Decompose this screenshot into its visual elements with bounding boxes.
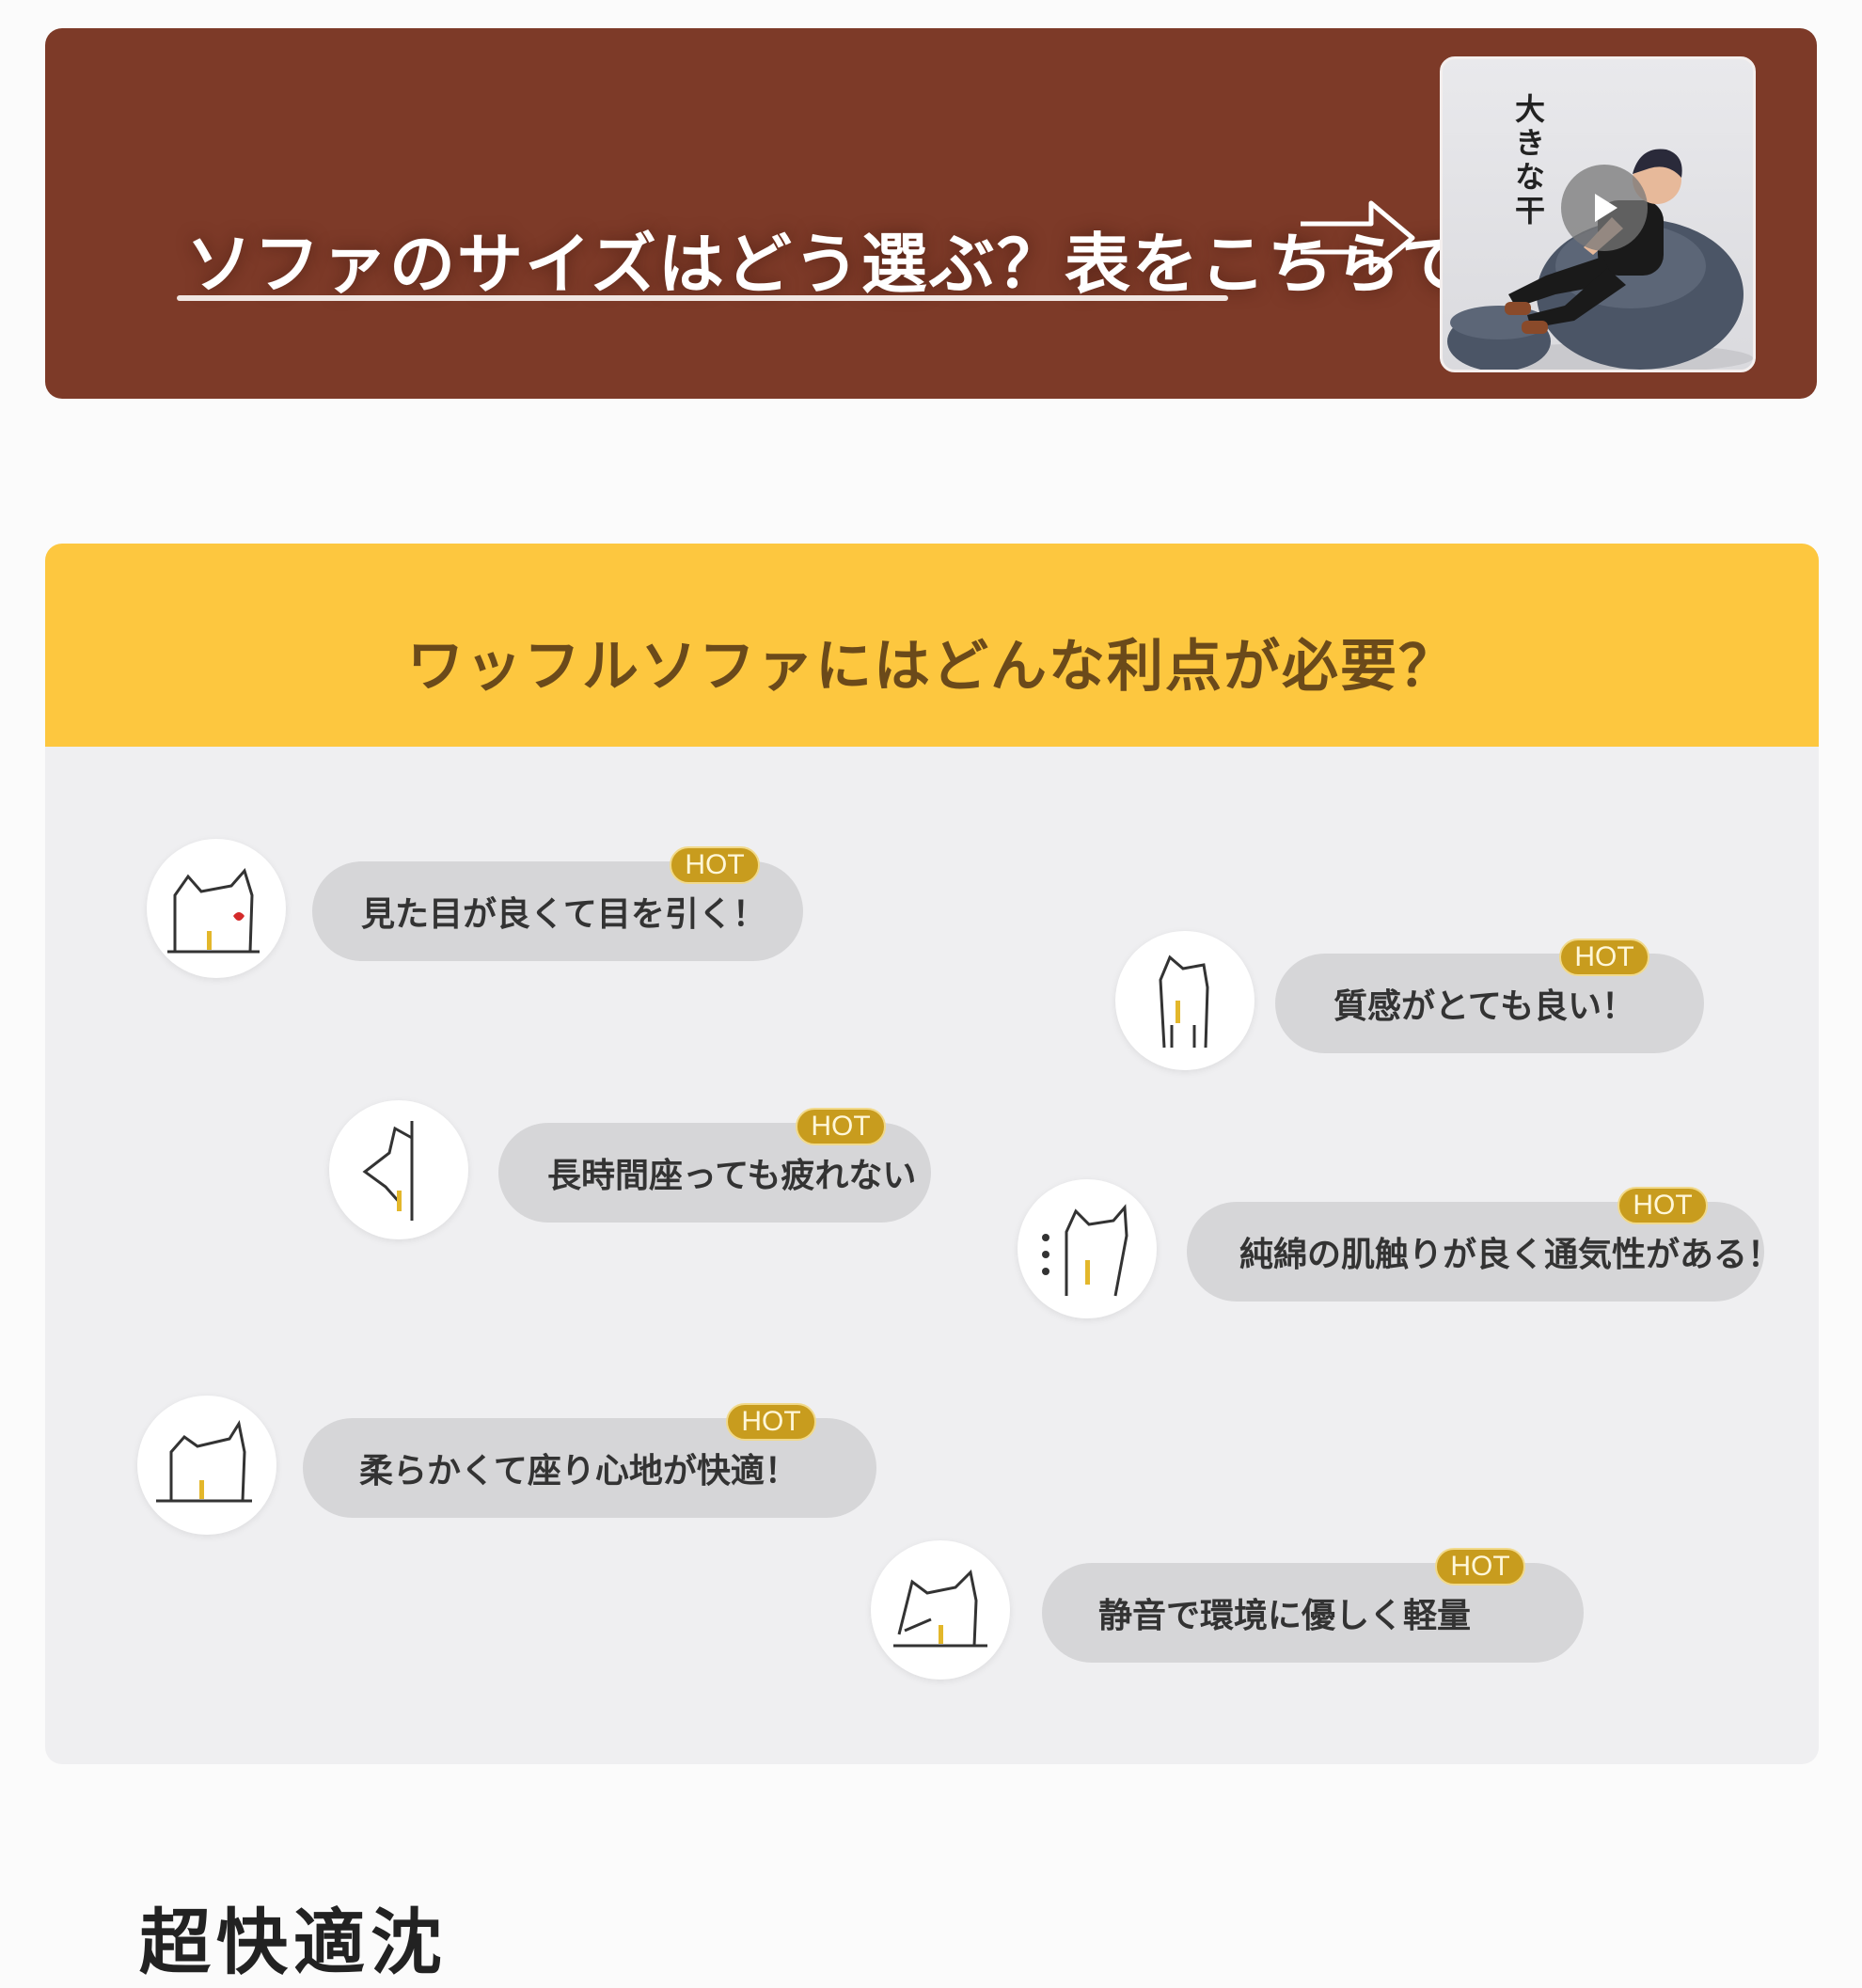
benefit-label: 長時間座っても疲れない bbox=[547, 1157, 917, 1195]
sofa-person-image bbox=[1447, 149, 1753, 370]
benefit-pill: 質感がとても良い！ HOT bbox=[1275, 939, 1704, 1053]
benefit-label: 見た目が良くて目を引く！ bbox=[361, 895, 766, 934]
benefit-pill: 見た目が良くて目を引く！ HOT bbox=[312, 846, 803, 961]
size-guide-banner[interactable]: ソファのサイズはどう選ぶ？表をこちらで確認 大きな干 bbox=[45, 28, 1817, 399]
banner-title: ソファのサイズはどう選ぶ？表をこちらで確認 bbox=[186, 226, 1604, 303]
arrow-right-icon bbox=[1301, 200, 1415, 276]
video-thumbnail[interactable]: 大きな干 bbox=[1440, 56, 1756, 372]
cat-mascot-icon bbox=[147, 839, 286, 978]
next-section-heading: 超快適沈 bbox=[139, 1901, 448, 1984]
hot-badge: HOT bbox=[1617, 1187, 1708, 1224]
benefit-pill: 柔らかくて座り心地が快適！ HOT bbox=[303, 1403, 876, 1518]
cat-mascot-icon bbox=[1115, 931, 1254, 1070]
cat-mascot-icon bbox=[329, 1100, 468, 1239]
benefit-label: 静音で環境に優しく軽量 bbox=[1098, 1597, 1472, 1635]
benefit-label: 柔らかくて座り心地が快適！ bbox=[359, 1452, 798, 1491]
hot-badge: HOT bbox=[1435, 1548, 1525, 1586]
play-icon bbox=[1595, 194, 1617, 222]
thumbnail-caption: 大きな干 bbox=[1510, 93, 1546, 229]
cat-mascot-icon bbox=[871, 1540, 1010, 1680]
benefit-pill: 純綿の肌触りが良く通気性がある！ HOT bbox=[1187, 1187, 1781, 1302]
benefits-title: ワッフルソファにはどんな利点が必要？ bbox=[407, 634, 1457, 700]
hot-badge: HOT bbox=[726, 1403, 816, 1441]
benefit-label: 純綿の肌触りが良く通気性がある！ bbox=[1239, 1236, 1782, 1274]
benefit-pill: 長時間座っても疲れない HOT bbox=[498, 1108, 931, 1223]
benefits-card: ワッフルソファにはどんな利点が必要？ 見た目が良くて目を引く！ HOT bbox=[45, 544, 1819, 1764]
hot-badge: HOT bbox=[1559, 939, 1649, 976]
hot-badge: HOT bbox=[796, 1108, 886, 1145]
benefit-pill: 静音で環境に優しく軽量 HOT bbox=[1042, 1548, 1584, 1663]
cat-mascot-icon bbox=[1018, 1179, 1157, 1318]
banner-underline bbox=[177, 295, 1228, 301]
cat-mascot-icon bbox=[137, 1396, 276, 1535]
play-button[interactable] bbox=[1561, 165, 1648, 251]
hot-badge: HOT bbox=[670, 846, 760, 884]
benefits-header: ワッフルソファにはどんな利点が必要？ bbox=[45, 544, 1819, 747]
benefit-label: 質感がとても良い！ bbox=[1333, 987, 1636, 1026]
